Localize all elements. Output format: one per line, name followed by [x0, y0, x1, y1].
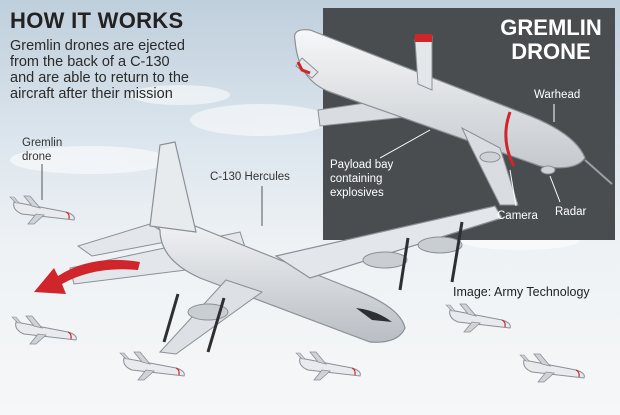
gremlin-drone-label: Gremlin drone: [22, 136, 62, 164]
warhead-label: Warhead: [534, 89, 581, 101]
gremlin-label-line: Gremlin: [22, 137, 63, 149]
direction-arrow: [34, 259, 140, 294]
gremlin-label-line: drone: [22, 151, 52, 163]
description: Gremlin drones are ejected from the back…: [10, 38, 225, 102]
image-credit: Image: Army Technology: [453, 285, 590, 299]
description-line: from the back of a C-130: [10, 54, 170, 70]
inset-title: GREMLIN DRONE: [496, 16, 606, 64]
c130-aircraft-illustration: [69, 141, 503, 355]
c130-label: C-130 Hercules: [210, 171, 290, 183]
payload-label-line: explosives: [330, 187, 384, 199]
description-line: aircraft after their mission: [10, 86, 173, 102]
inset-title-line: DRONE: [511, 39, 591, 64]
description-line: Gremlin drones are ejected: [10, 38, 185, 54]
payload-label-line: containing: [330, 173, 383, 185]
camera-label: Camera: [497, 210, 538, 222]
payload-bay-label: Payload bay containing explosives: [330, 158, 393, 200]
page-title: HOW IT WORKS: [10, 8, 184, 33]
payload-label-line: Payload bay: [330, 159, 394, 171]
radar-label: Radar: [555, 206, 587, 218]
inset-title-line: GREMLIN: [500, 15, 602, 40]
inset-drone-illustration: [293, 29, 613, 207]
description-line: and are able to return to the: [10, 70, 189, 86]
